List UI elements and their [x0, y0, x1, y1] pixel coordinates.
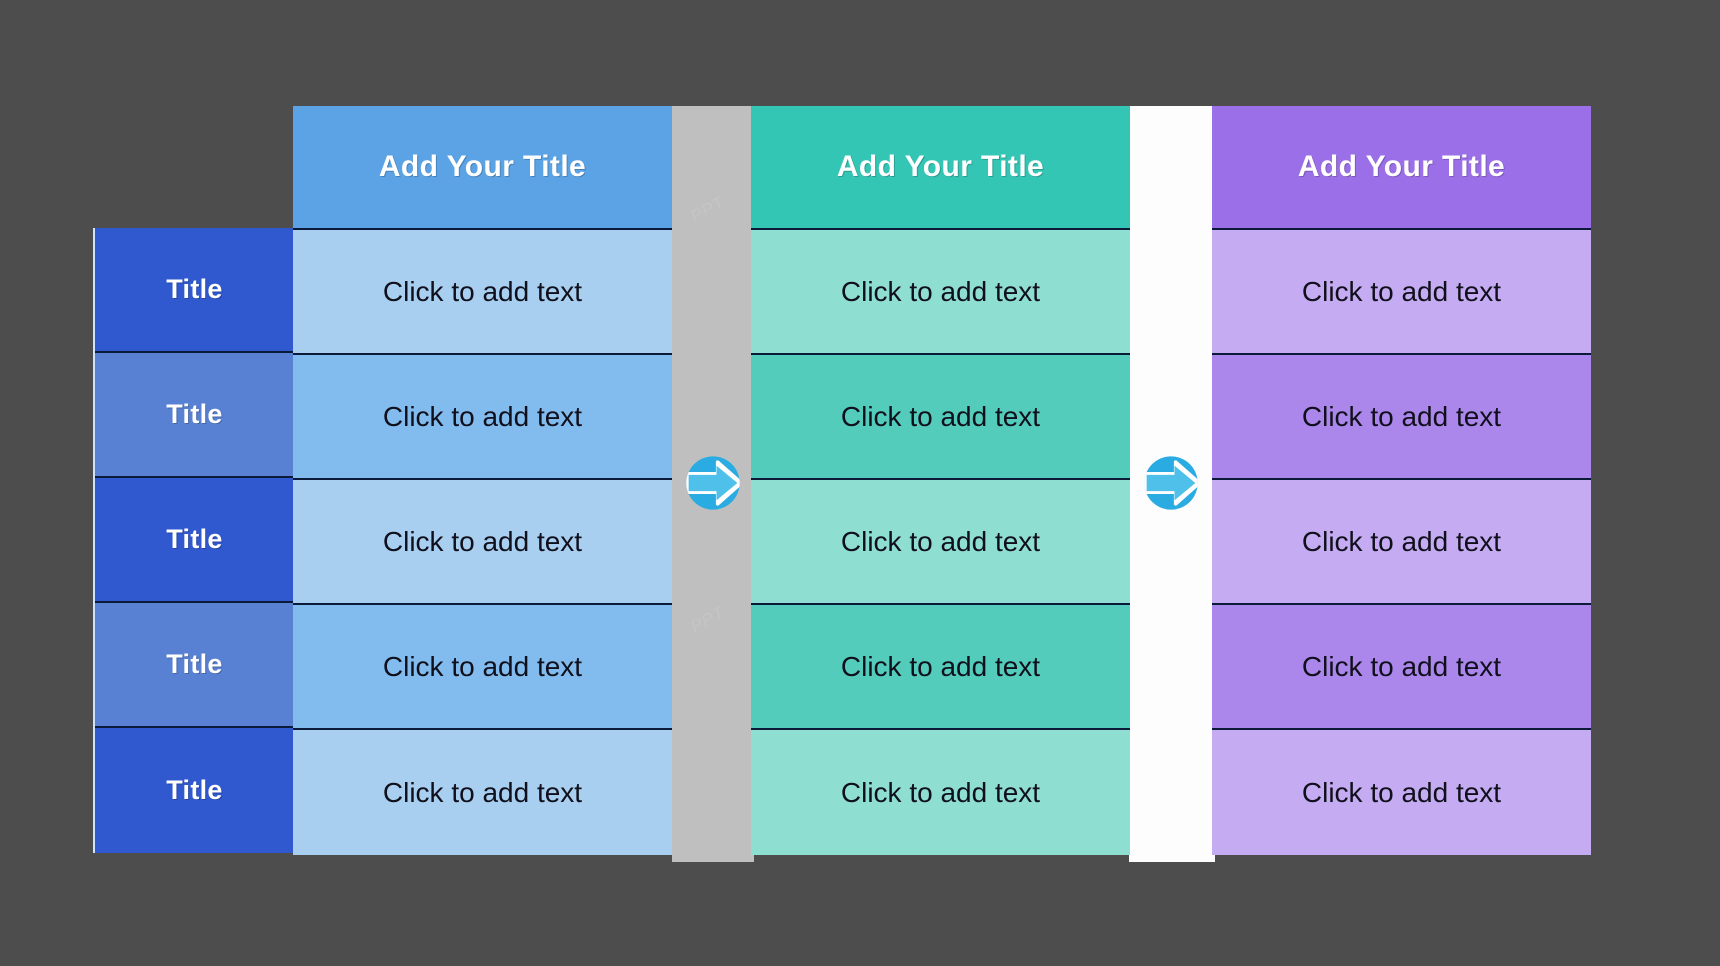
title-cell[interactable]: Title	[95, 478, 294, 603]
title-cell[interactable]: Title	[95, 728, 294, 853]
column-body-blue: Click to add text Click to add text Clic…	[293, 228, 672, 855]
content-cell[interactable]: Click to add text	[293, 730, 672, 855]
title-cell[interactable]: Title	[95, 603, 294, 728]
content-cell[interactable]: Click to add text	[1212, 480, 1591, 605]
content-cell[interactable]: Click to add text	[293, 355, 672, 480]
content-column-teal: Add Your Title Click to add text Click t…	[751, 106, 1130, 855]
content-column-blue: Add Your Title Click to add text Click t…	[293, 106, 672, 855]
content-cell[interactable]: Click to add text	[293, 480, 672, 605]
content-cell[interactable]: Click to add text	[1212, 605, 1591, 730]
arrow-right-circle-icon[interactable]	[684, 454, 742, 512]
title-cell[interactable]: Title	[95, 228, 294, 353]
arrow-right-circle-icon[interactable]	[1142, 454, 1200, 512]
content-cell[interactable]: Click to add text	[751, 480, 1130, 605]
content-cell[interactable]: Click to add text	[293, 605, 672, 730]
column-body-teal: Click to add text Click to add text Clic…	[751, 228, 1130, 855]
title-cell[interactable]: Title	[95, 353, 294, 478]
content-cell[interactable]: Click to add text	[751, 230, 1130, 355]
content-cell[interactable]: Click to add text	[751, 605, 1130, 730]
content-column-purple: Add Your Title Click to add text Click t…	[1212, 106, 1591, 855]
content-cell[interactable]: Click to add text	[751, 730, 1130, 855]
content-cell[interactable]: Click to add text	[1212, 730, 1591, 855]
content-cell[interactable]: Click to add text	[751, 355, 1130, 480]
column-header-blue[interactable]: Add Your Title	[293, 106, 672, 228]
column-body-purple: Click to add text Click to add text Clic…	[1212, 228, 1591, 855]
title-column: Title Title Title Title Title	[93, 228, 294, 853]
content-cell[interactable]: Click to add text	[1212, 355, 1591, 480]
content-cell[interactable]: Click to add text	[1212, 230, 1591, 355]
content-cell[interactable]: Click to add text	[293, 230, 672, 355]
column-header-purple[interactable]: Add Your Title	[1212, 106, 1591, 228]
column-header-teal[interactable]: Add Your Title	[751, 106, 1130, 228]
